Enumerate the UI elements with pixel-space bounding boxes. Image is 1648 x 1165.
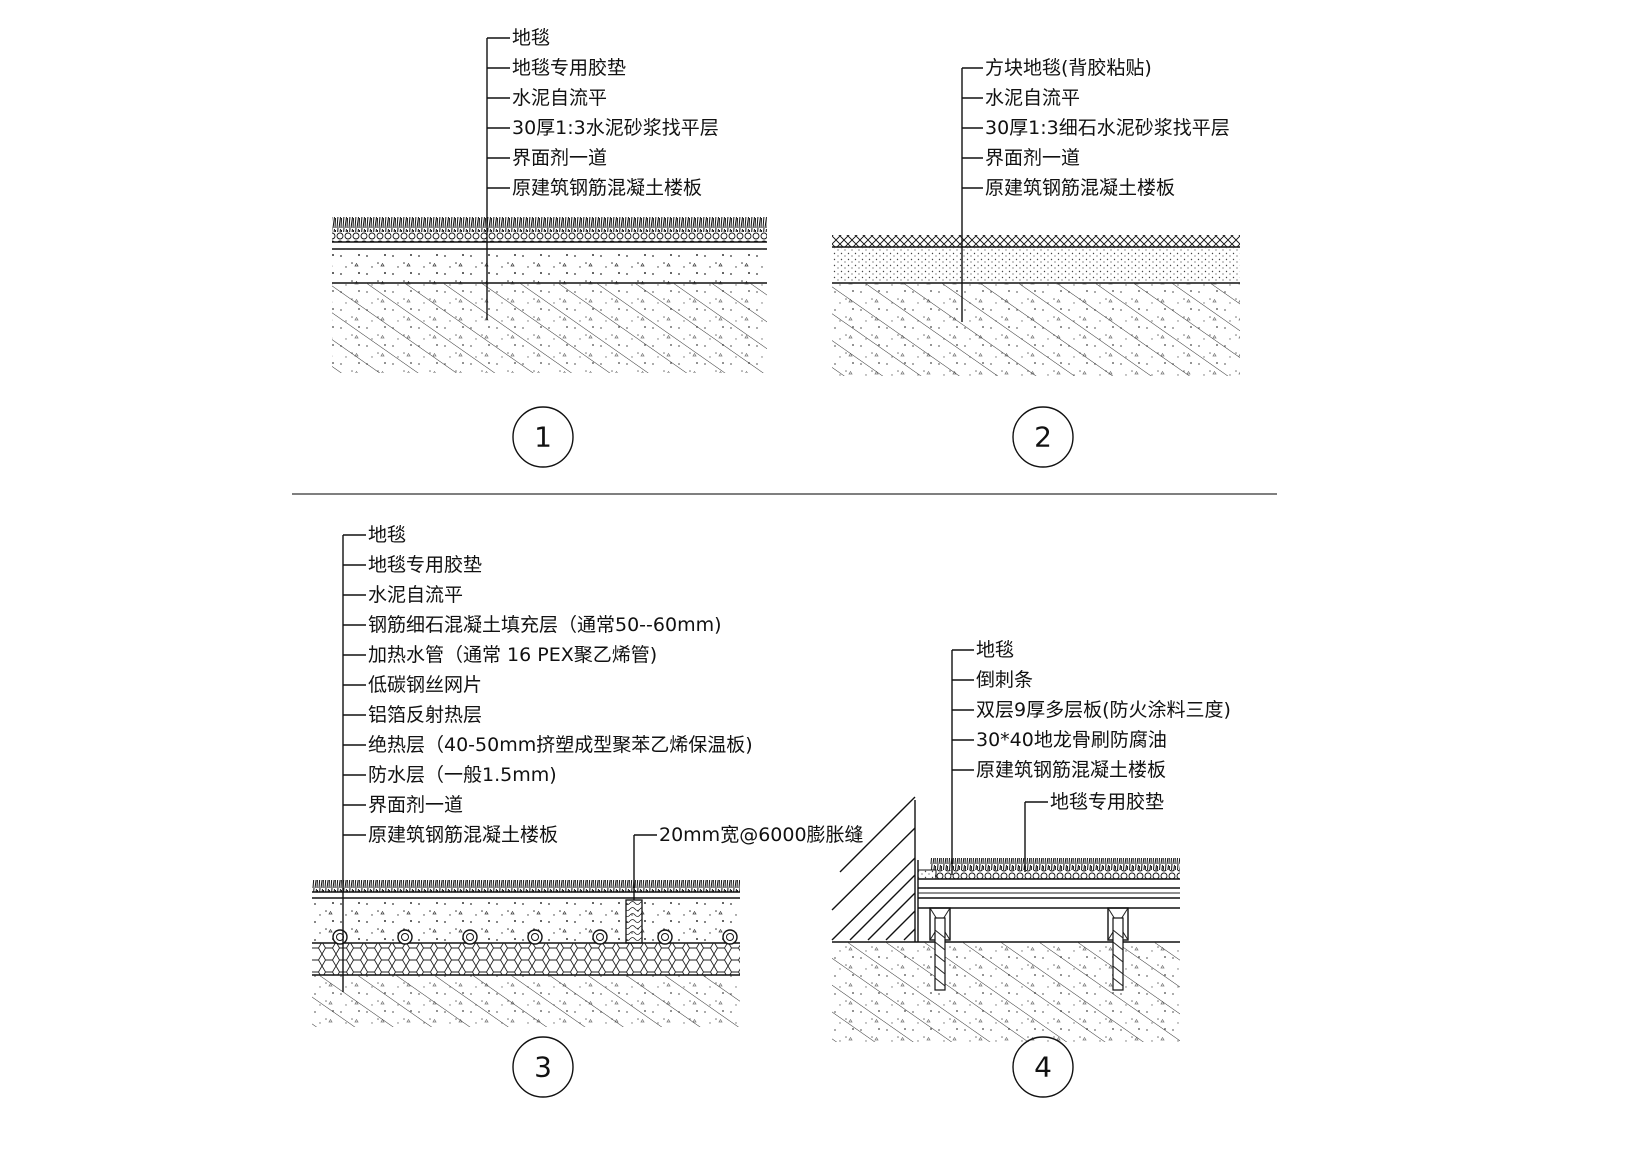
pipe xyxy=(332,929,348,945)
detail-number: 1 xyxy=(534,421,552,454)
label-line: 加热水管（通常 16 PEX聚乙烯管) xyxy=(368,644,657,666)
detail-4-labels: 地毯 倒刺条 双层9厚多层板(防火涂料三度) 30*40地龙骨刷防腐油 原建筑钢… xyxy=(952,639,1231,781)
detail-2-labels: 方块地毯(背胶粘贴) 水泥自流平 30厚1:3细石水泥砂浆找平层 界面剂一道 原… xyxy=(962,57,1230,199)
label-line: 地毯 xyxy=(976,639,1014,661)
carpet-pad-layer xyxy=(935,870,1180,879)
carpet-tile-layer xyxy=(832,235,1240,247)
expansion-joint xyxy=(625,899,643,944)
detail-number-circle xyxy=(1012,1036,1074,1098)
detail-1: 地毯 地毯专用胶垫 水泥自流平 30厚1:3水泥砂浆找平层 界面剂一道 原建筑钢… xyxy=(332,27,767,468)
label-line: 原建筑钢筋混凝土楼板 xyxy=(985,177,1175,199)
label-line: 方块地毯(背胶粘贴) xyxy=(985,57,1152,79)
label-line: 铝箔反射热层 xyxy=(368,704,482,726)
detail-number-circle xyxy=(512,1036,574,1098)
label-line: 地毯 xyxy=(512,27,550,49)
detail-4: 地毯 倒刺条 双层9厚多层板(防火涂料三度) 30*40地龙骨刷防腐油 原建筑钢… xyxy=(831,639,1231,1098)
detail-number: 4 xyxy=(1034,1051,1052,1084)
label-line: 原建筑钢筋混凝土楼板 xyxy=(512,177,702,199)
label-line: 水泥自流平 xyxy=(985,87,1080,109)
label-line: 界面剂一道 xyxy=(512,147,607,169)
detail-number: 3 xyxy=(534,1051,552,1084)
detail-2: 方块地毯(背胶粘贴) 水泥自流平 30厚1:3细石水泥砂浆找平层 界面剂一道 原… xyxy=(832,57,1240,468)
label-line: 地毯专用胶垫 xyxy=(512,57,626,79)
pipe xyxy=(397,929,413,945)
pipe xyxy=(462,929,478,945)
label-line: 水泥自流平 xyxy=(512,87,607,109)
heating-pipes xyxy=(332,929,738,945)
pipe xyxy=(722,929,738,945)
label-line: 钢筋细石混凝土填充层（通常50--60mm) xyxy=(368,614,722,636)
detail-number: 2 xyxy=(1034,421,1052,454)
label-line: 双层9厚多层板(防火涂料三度) xyxy=(976,699,1231,721)
label-line: 倒刺条 xyxy=(976,669,1033,691)
label-line: 地毯 xyxy=(368,524,406,546)
detail-1-labels: 地毯 地毯专用胶垫 水泥自流平 30厚1:3水泥砂浆找平层 界面剂一道 原建筑钢… xyxy=(487,27,719,199)
pipe xyxy=(527,929,543,945)
pipe xyxy=(592,929,608,945)
detail-number-circle xyxy=(512,406,574,468)
joint-label: 20mm宽@6000膨胀缝 xyxy=(659,824,864,846)
detail-3-labels: 地毯 地毯专用胶垫 水泥自流平 钢筋细石混凝土填充层（通常50--60mm) 加… xyxy=(343,524,753,846)
label-line: 30*40地龙骨刷防腐油 xyxy=(976,729,1167,751)
mortar-screed-layer xyxy=(832,247,1240,283)
detail-number-circle xyxy=(1012,406,1074,468)
label-line: 地毯专用胶垫 xyxy=(368,554,482,576)
pad-label: 地毯专用胶垫 xyxy=(1050,791,1164,813)
carpet-layer xyxy=(930,858,1180,870)
label-line: 原建筑钢筋混凝土楼板 xyxy=(368,824,558,846)
concrete-fill-layer xyxy=(312,898,740,943)
mortar-screed-layer xyxy=(332,249,767,283)
label-line: 低碳钢丝网片 xyxy=(368,674,482,696)
pipe xyxy=(657,929,673,945)
label-line: 防水层（一般1.5mm) xyxy=(368,764,557,786)
anchor-bolts xyxy=(934,917,1124,991)
carpet-layer xyxy=(312,880,740,892)
label-line: 绝热层（40-50mm挤塑成型聚苯乙烯保温板) xyxy=(368,734,753,756)
wall-section xyxy=(831,796,919,942)
carpet-pad-layer xyxy=(332,232,767,242)
label-line: 30厚1:3细石水泥砂浆找平层 xyxy=(985,117,1230,139)
insulation-layer xyxy=(312,943,740,975)
gripper-strip xyxy=(917,869,937,880)
carpet-layer xyxy=(332,217,767,232)
label-line: 界面剂一道 xyxy=(985,147,1080,169)
label-line: 界面剂一道 xyxy=(368,794,463,816)
label-line: 30厚1:3水泥砂浆找平层 xyxy=(512,117,719,139)
label-line: 水泥自流平 xyxy=(368,584,463,606)
label-line: 原建筑钢筋混凝土楼板 xyxy=(976,759,1166,781)
detail-3: 20mm宽@6000膨胀缝 地毯 地毯专用胶垫 水泥自流平 钢筋细石混凝土填充层… xyxy=(312,524,864,1098)
